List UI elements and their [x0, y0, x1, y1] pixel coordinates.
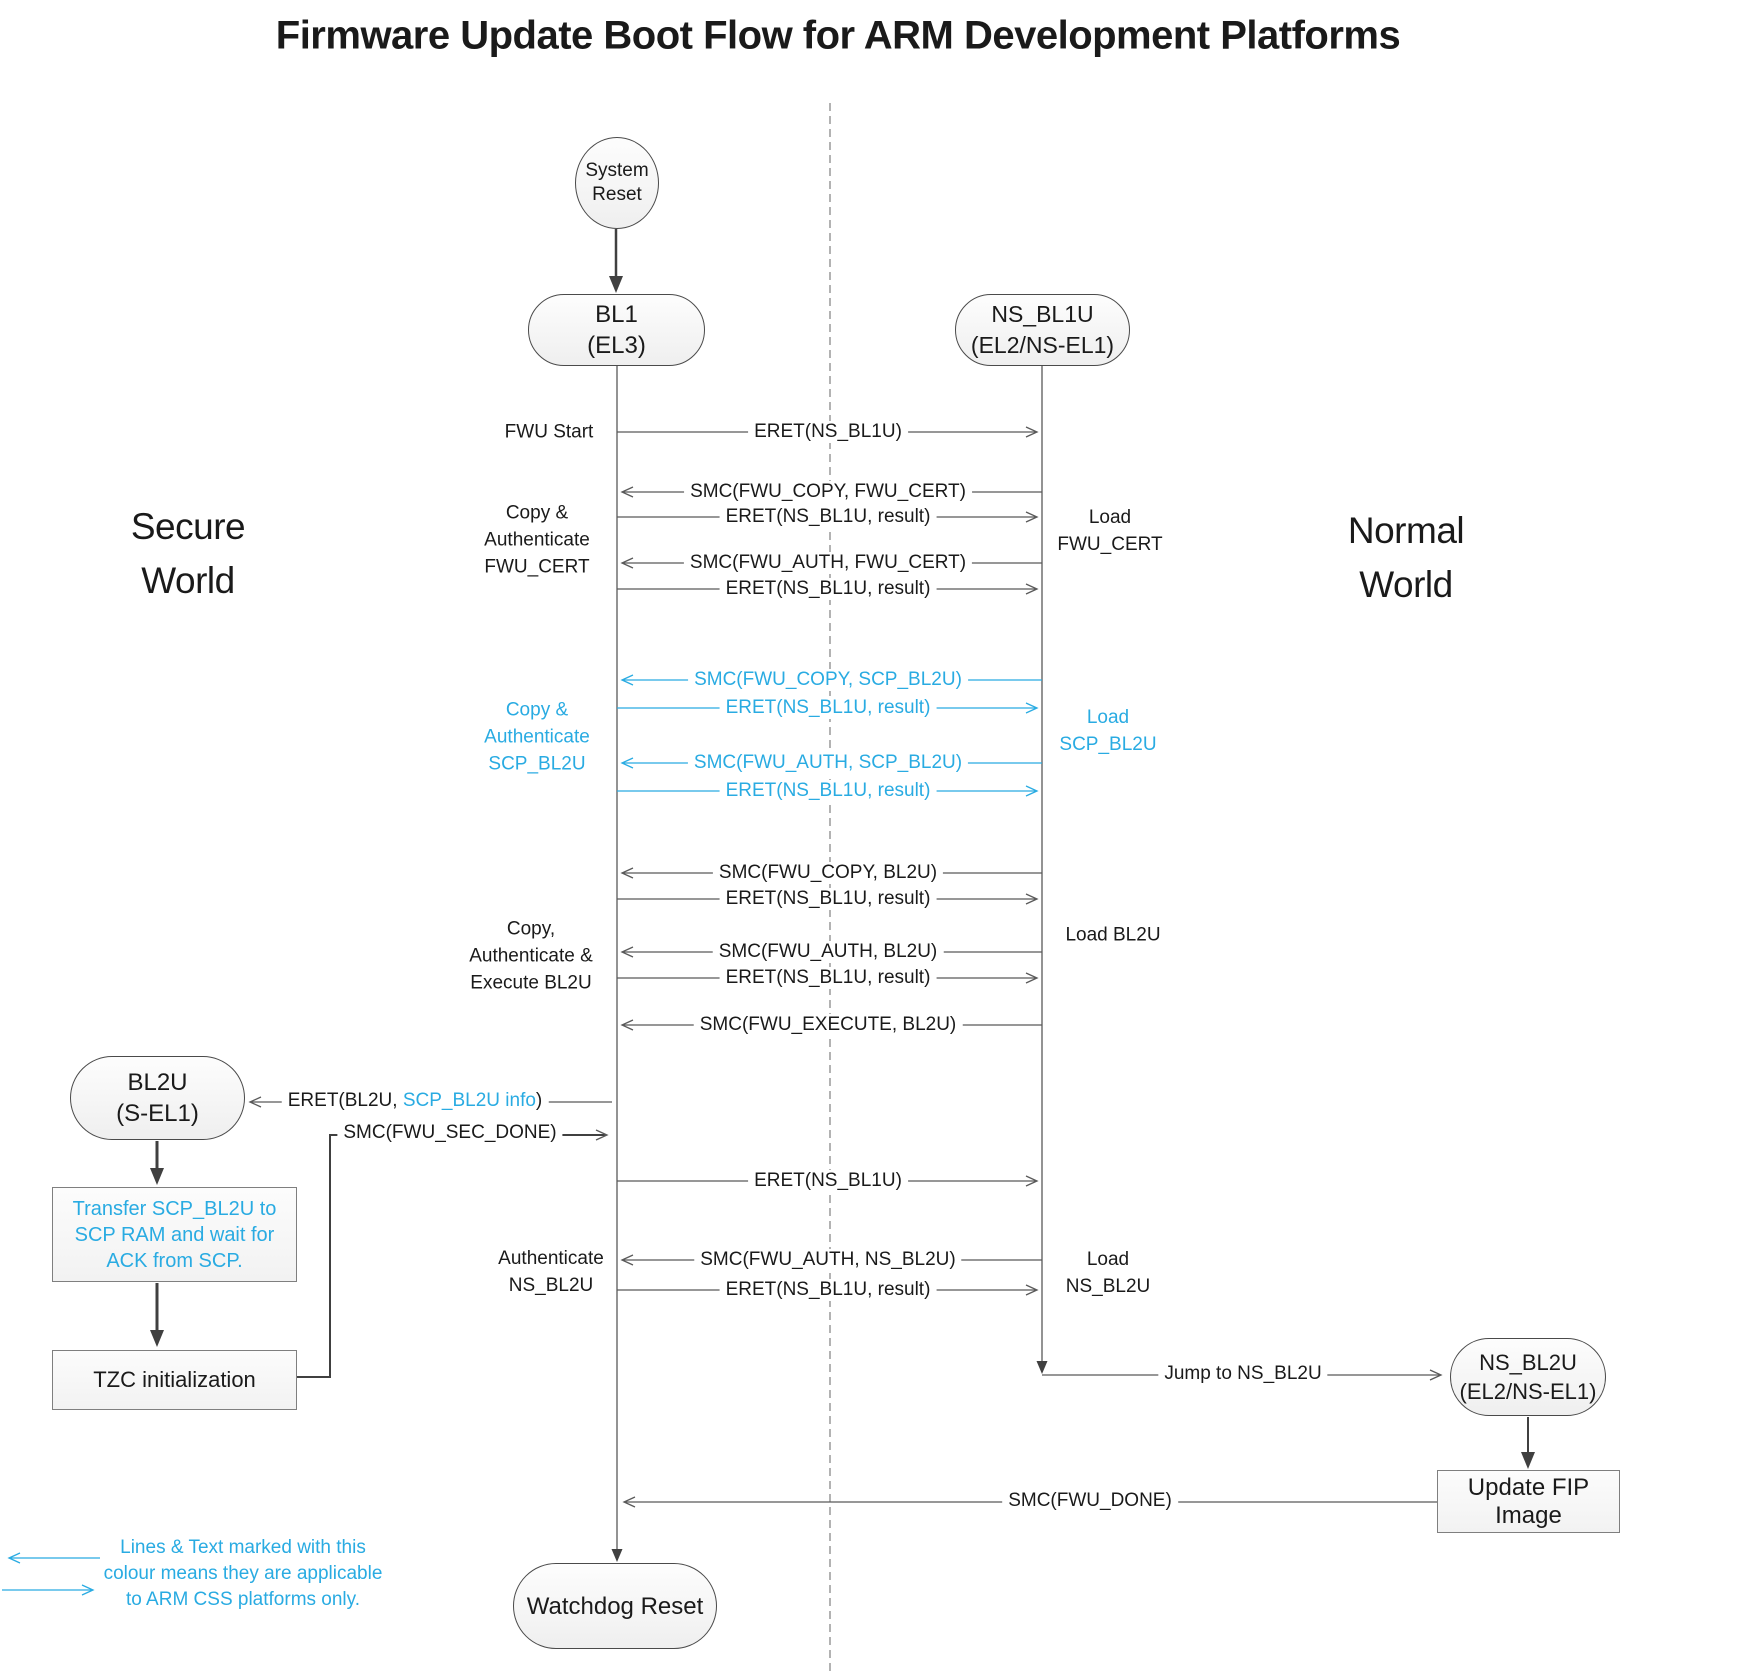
- label-load-bl2u: Load BL2U: [1065, 924, 1161, 946]
- secure-world-label: Secure World: [130, 506, 246, 601]
- msg-eret-result-2: ERET(NS_BL1U, result): [719, 578, 937, 600]
- watchdog-reset-node: Watchdog Reset: [513, 1563, 717, 1649]
- diagram-title: Firmware Update Boot Flow for ARM Develo…: [275, 13, 1401, 58]
- label-authenticate-ns-bl2u: Authenticate NS_BL2U: [498, 1248, 604, 1296]
- msg-smc-sec-done: SMC(FWU_SEC_DONE): [337, 1122, 563, 1144]
- msg-eret-ns-bl1u-2: ERET(NS_BL1U): [748, 1170, 908, 1192]
- msg-eret-ns-bl1u-1: ERET(NS_BL1U): [748, 421, 908, 443]
- legend-text: Lines & Text marked with this colour mea…: [103, 1537, 383, 1610]
- msg-eret-result-5: ERET(NS_BL1U, result): [719, 888, 937, 910]
- msg-smc-auth-scp-bl2u: SMC(FWU_AUTH, SCP_BL2U): [687, 752, 969, 774]
- lifelines: [611, 366, 1048, 1562]
- msg-smc-fwu-done: SMC(FWU_DONE): [1002, 1490, 1178, 1512]
- msg-eret-result-1: ERET(NS_BL1U, result): [719, 506, 937, 528]
- msg-smc-copy-bl2u: SMC(FWU_COPY, BL2U): [712, 862, 944, 884]
- label-copy-auth-fwu-cert: Copy & Authenticate FWU_CERT: [484, 502, 590, 578]
- legend-arrows: [2, 1552, 100, 1596]
- msg-eret-result-6: ERET(NS_BL1U, result): [719, 967, 937, 989]
- transfer-scp-bl2u-box: Transfer SCP_BL2U to SCP RAM and wait fo…: [52, 1187, 297, 1282]
- msg-smc-auth-fwu-cert: SMC(FWU_AUTH, FWU_CERT): [683, 552, 973, 574]
- update-fip-image-box: Update FIP Image: [1437, 1470, 1620, 1533]
- msg-smc-auth-ns-bl2u: SMC(FWU_AUTH, NS_BL2U): [694, 1249, 962, 1271]
- msg-smc-copy-scp-bl2u: SMC(FWU_COPY, SCP_BL2U): [688, 669, 968, 691]
- flow-arrows: [150, 229, 1535, 1469]
- msg-smc-execute-bl2u: SMC(FWU_EXECUTE, BL2U): [693, 1014, 963, 1036]
- msg-eret-result-4: ERET(NS_BL1U, result): [719, 780, 937, 802]
- msg-eret-bl2u: ERET(BL2U, SCP_BL2U info): [281, 1090, 549, 1112]
- msg-eret-result-7: ERET(NS_BL1U, result): [719, 1279, 937, 1301]
- label-copy-auth-scp-bl2u: Copy & Authenticate SCP_BL2U: [484, 699, 590, 775]
- normal-world-label: Normal World: [1347, 510, 1465, 605]
- msg-jump-to-ns-bl2u: Jump to NS_BL2U: [1158, 1363, 1328, 1385]
- system-reset-node: System Reset: [575, 137, 659, 229]
- label-load-scp-bl2u: Load SCP_BL2U: [1059, 707, 1157, 755]
- label-load-fwu-cert: Load FWU_CERT: [1057, 507, 1163, 555]
- ns-bl1u-node: NS_BL1U (EL2/NS-EL1): [955, 294, 1130, 366]
- ns-bl2u-node: NS_BL2U (EL2/NS-EL1): [1450, 1338, 1606, 1416]
- msg-smc-copy-fwu-cert: SMC(FWU_COPY, FWU_CERT): [684, 481, 972, 503]
- bl2u-node: BL2U (S-EL1): [70, 1056, 245, 1140]
- msg-eret-bl2u-info: SCP_BL2U info: [402, 1090, 536, 1111]
- msg-smc-auth-bl2u: SMC(FWU_AUTH, BL2U): [712, 941, 944, 963]
- label-load-ns-bl2u: Load NS_BL2U: [1065, 1249, 1151, 1297]
- msg-eret-bl2u-suffix: ): [535, 1090, 543, 1111]
- msg-eret-result-3: ERET(NS_BL1U, result): [719, 697, 937, 719]
- tzc-initialization-box: TZC initialization: [52, 1350, 297, 1410]
- bl1-node: BL1 (EL3): [528, 294, 705, 366]
- msg-eret-bl2u-prefix: ERET(BL2U,: [287, 1090, 403, 1111]
- label-copy-auth-exec-bl2u: Copy, Authenticate & Execute BL2U: [469, 918, 593, 994]
- label-fwu-start: FWU Start: [504, 421, 594, 443]
